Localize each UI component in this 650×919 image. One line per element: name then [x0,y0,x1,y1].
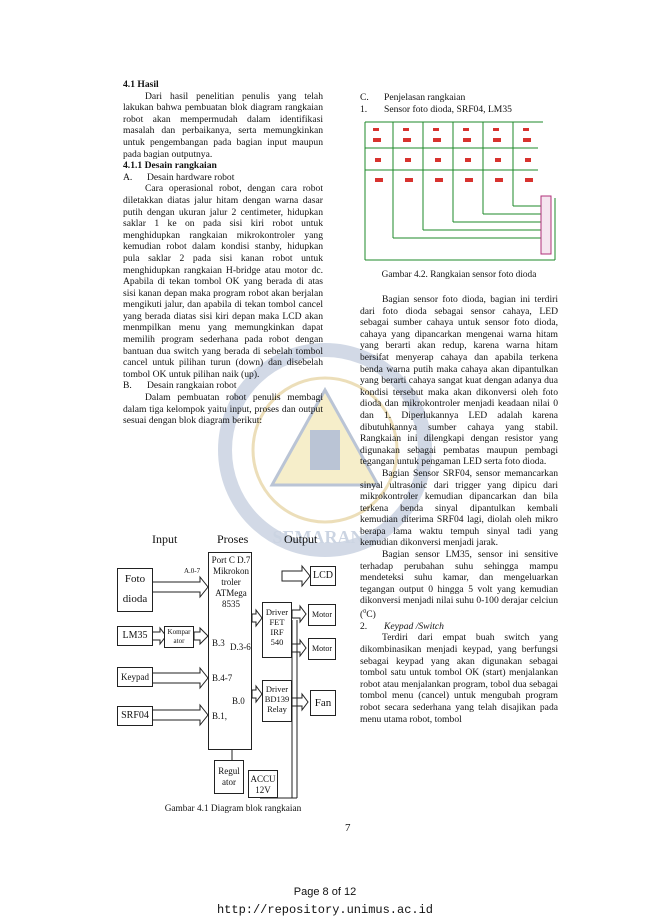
port-b47-label: B.4-7 [212,673,233,683]
port-b3-label: B.3 [212,638,225,648]
section-c-heading: C.Penjelasan rangkaian [360,92,466,103]
col-proses-label: Proses [217,532,249,546]
right-column-body: Bagian sensor foto dioda, bagian ini ter… [360,294,558,725]
komparator-block: Kompar ator [164,626,194,648]
svg-text:SEMARANG: SEMARANG [272,527,377,547]
item-1-heading: 1.Sensor foto dioda, SRF04, LM35 [360,103,512,115]
microcontroller-block: Port C D.7 Mikrokon troler ATMega 8535 [208,552,252,750]
item-a-heading: A.Desain hardware robot [123,171,235,183]
left-column: 4.1 Hasil Dari hasil penelitian penulis … [123,79,323,427]
paragraph-lm35: Bagian sensor LM35, sensor ini sensitive… [360,549,558,621]
photodiode-circuit-schematic [364,121,556,261]
item-b-paragraph: Dalam pembuatan robot penulis membagi da… [123,392,323,427]
paragraph-keypad: Terdiri dari empat buah switch yang diko… [360,632,558,725]
driver-bd139-block: Driver BD139 Relay [262,680,292,722]
repository-url[interactable]: http://repository.unimus.ac.id [216,903,434,917]
figure-4-2-caption: Gambar 4.2. Rangkaian sensor foto dioda [381,270,537,280]
section-heading: 4.1 Hasil [123,79,159,90]
fan-block: Fan [310,690,336,716]
foto-dioda-block: Foto dioda [117,568,153,612]
paragraph-photodiode: Bagian sensor foto dioda, bagian ini ter… [360,294,558,468]
item-b-heading: B.Desain rangkaian robot [123,380,237,392]
university-seal-watermark: SEMARANG [218,343,432,557]
port-b0-label: B.0 [232,696,245,706]
driver-fet-block: Driver FET IRF 540 [262,602,292,658]
srf04-block: SRF04 [117,706,153,726]
paragraph-srf04: Bagian Sensor SRF04, sensor memancarkan … [360,467,558,549]
motor-1-block: Motor [308,604,336,626]
regulator-block: Regul ator [214,760,244,794]
port-b1-label: B.1, [212,711,228,721]
right-heading: C.Penjelasan rangkaian 1.Sensor foto dio… [360,92,558,115]
item-a-paragraph: Cara operasional robot, dengan cara robo… [123,183,323,380]
page-counter: Page 8 of 12 [293,886,357,898]
microcontroller-label: Port C D.7 Mikrokon troler ATMega 8535 [211,555,251,609]
page-number: 7 [345,822,351,834]
col-input-label: Input [152,532,178,546]
subheading: 4.1.1 Desain rangkaian [123,160,217,172]
block-diagram: Input Proses Output Foto dioda LM35 Komp… [112,530,342,815]
col-output-label: Output [284,532,318,546]
keypad-block: Keypad [117,667,153,687]
intro-paragraph: Dari hasil penelitian penulis yang telah… [123,90,323,160]
diagram-arrows [151,564,311,799]
figure-4-1-caption: Gambar 4.1 Diagram blok rangkaian [164,804,302,814]
port-d36-label: D.3-6 [230,642,251,652]
port-a-label: A.0-7 [184,567,201,575]
motor-2-block: Motor [308,638,336,660]
lcd-block: LCD [310,566,336,586]
accu-block: ACCU 12V [248,770,278,798]
item-2-heading: 2.Keypad /Switch [360,620,444,632]
lm35-block: LM35 [117,626,153,646]
